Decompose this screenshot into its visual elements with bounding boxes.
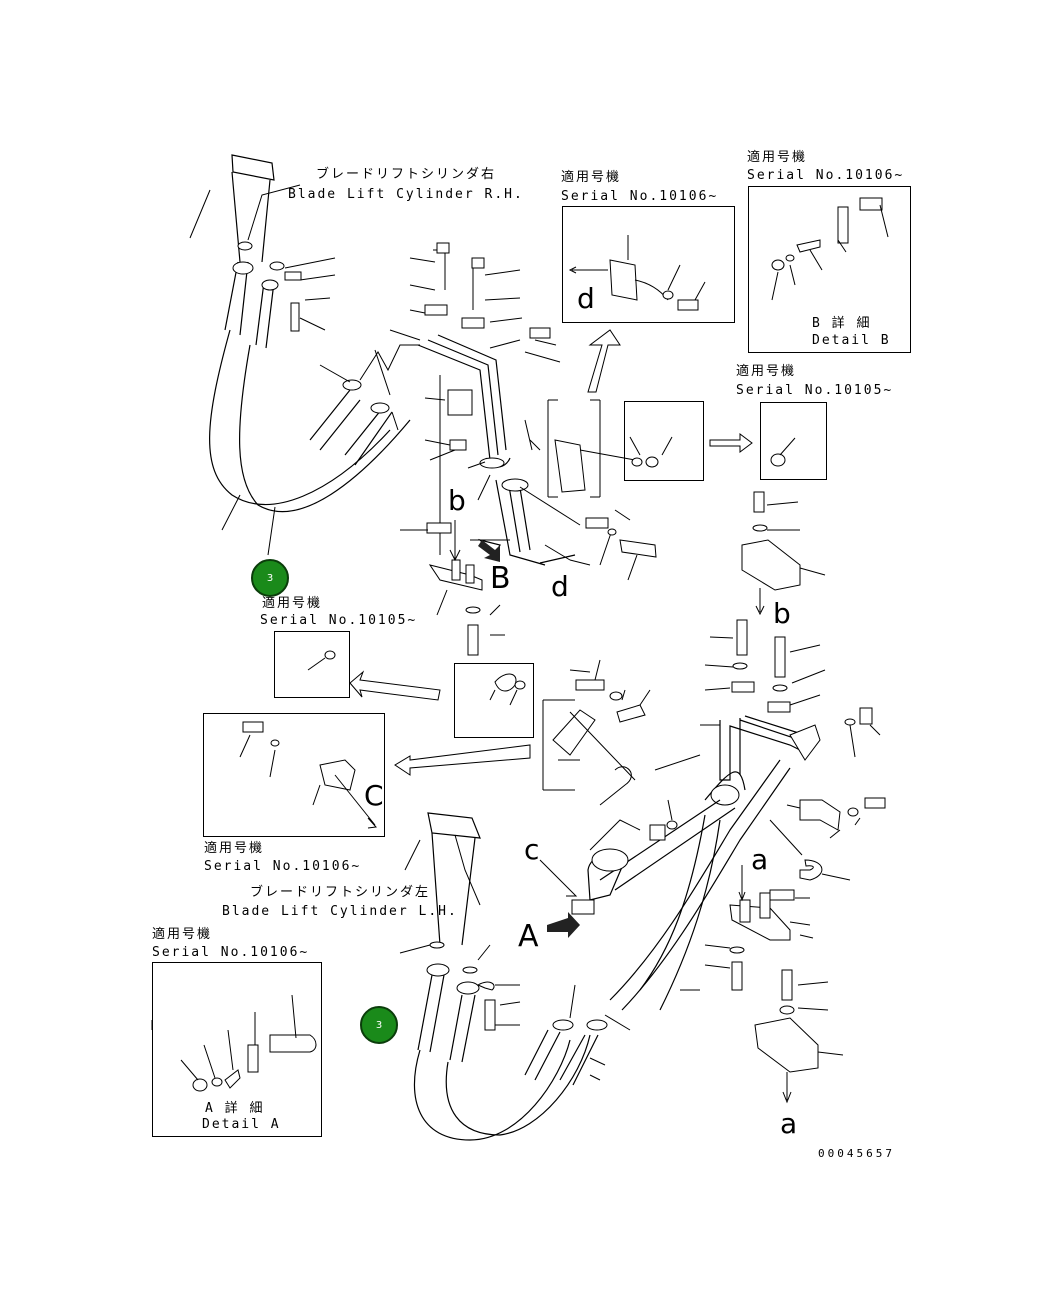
serial-10105-left-frame [274,631,350,698]
applicable-jp-b: 適用号機 [747,150,808,165]
view-letter-d-lower: d [551,570,569,603]
right-pipe-assembly [599,491,886,1011]
lh-cylinder-group [399,812,631,1141]
view-letter-c-detail: C [364,779,384,812]
view-letter-b-arrow: b [448,484,466,517]
view-letter-A: A [518,919,539,954]
view-letter-a-right: a [751,843,769,876]
detail-a-frame [152,962,322,1137]
cyl-rh-jp-label: ブレードリフトシリンダ右 [316,167,497,182]
rh-cylinder-group [189,154,411,556]
applicable-jp-c: 適用号機 [204,841,265,856]
callout-3-lower[interactable]: 3 [360,1006,398,1044]
d-detail-art [568,235,706,393]
middle-bracket-art [547,399,796,498]
serial-10106-d-frame [562,206,735,323]
callout-3-upper[interactable]: 3 [251,559,289,597]
cyl-lh-jp-label: ブレードリフトシリンダ左 [250,885,431,900]
a-detail-art [151,994,317,1092]
drawing-number: 00045657 [818,1147,895,1160]
applicable-jp-a: 適用号機 [152,927,213,942]
applicable-jp-right-10105: 適用号機 [736,364,797,379]
detail-a-jp: A 詳 細 [205,1101,265,1116]
serial-10106-c: Serial No.10106~ [204,859,362,874]
serial-10105-right-frame [760,402,827,480]
applicable-jp-d: 適用号機 [561,170,622,185]
view-letter-c-mid: c [524,833,540,866]
rh-hoses [309,344,420,466]
view-letter-B: B [490,561,511,596]
serial-10106-c-frame [203,713,385,837]
c-detail-art [239,721,378,829]
serial-10106-d: Serial No.10106~ [561,189,719,204]
lower-right-cover-art [754,969,844,1104]
nut-frame [454,663,534,738]
serial-10106-b: Serial No.10106~ [747,168,905,183]
b-detail-art [771,197,889,301]
detail-b-frame [748,186,911,353]
c-region-art [307,650,701,915]
view-letter-a-bottom: a [780,1107,798,1140]
cyl-rh-en-label: Blade Lift Cylinder R.H. [288,187,524,202]
detail-b-en: Detail B [812,333,891,348]
middle-bracket-frame [624,401,704,481]
view-letter-b-right: b [773,597,791,630]
detail-b-jp: B 詳 細 [812,316,872,331]
cyl-lh-en-label: Blade Lift Cylinder L.H. [222,904,458,919]
view-letter-d-box: d [577,282,595,315]
view-arrows [478,540,580,938]
serial-10105-left: Serial No.10105~ [260,613,418,628]
central-tube-bundle [389,242,657,656]
detail-a-en: Detail A [202,1117,281,1132]
serial-10106-a: Serial No.10106~ [152,945,310,960]
serial-10105-right: Serial No.10105~ [736,383,894,398]
applicable-jp-left-10105: 適用号機 [262,596,323,611]
